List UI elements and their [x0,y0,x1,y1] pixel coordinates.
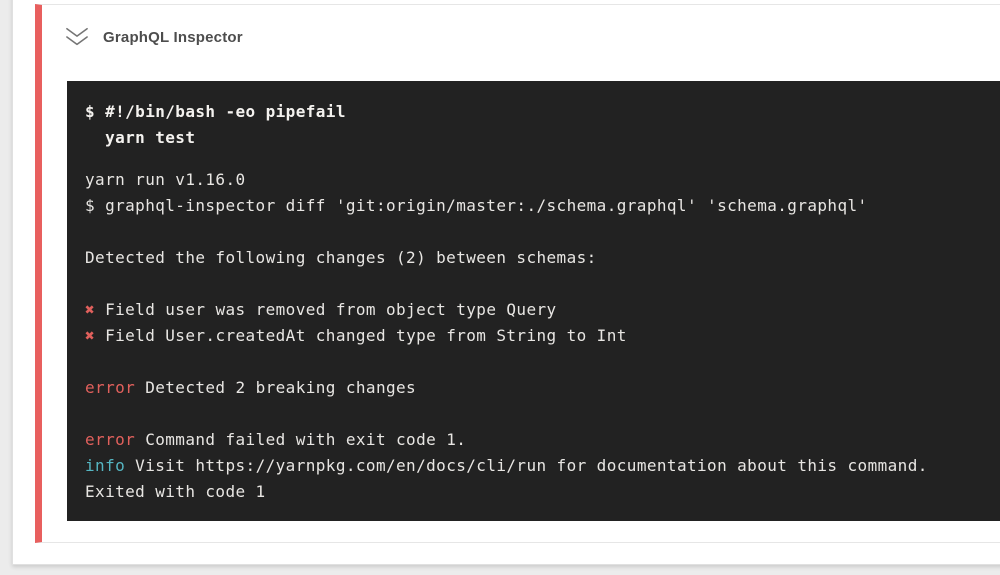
terminal-line: info Visit https://yarnpkg.com/en/docs/c… [85,456,928,475]
step-header[interactable]: GraphQL Inspector [42,5,1000,48]
terminal-line: error Command failed with exit code 1. [85,430,467,449]
terminal-command-lines: $ #!/bin/bash -eo pipefail yarn test [85,99,995,151]
terminal-line: Detected the following changes (2) betwe… [85,248,597,267]
terminal-line: yarn test [85,128,196,147]
terminal-line [85,271,995,297]
terminal-line: yarn run v1.16.0 [85,170,246,189]
terminal-output: $ #!/bin/bash -eo pipefail yarn test yar… [67,81,1000,521]
terminal-line: ✖ Field User.createdAt changed type from… [85,326,627,345]
build-step-card: GraphQL Inspector $ #!/bin/bash -eo pipe… [12,0,1000,565]
terminal-output-lines: yarn run v1.16.0 $ graphql-inspector diff… [85,167,995,505]
terminal-line [85,349,995,375]
terminal-line: $ graphql-inspector diff 'git:origin/mas… [85,196,868,215]
collapse-double-chevron-icon[interactable] [63,26,91,48]
terminal-line [85,219,995,245]
terminal-line: Exited with code 1 [85,482,266,501]
terminal-line: error Detected 2 breaking changes [85,378,417,397]
terminal-line [85,401,995,427]
terminal-line: $ #!/bin/bash -eo pipefail [85,102,346,121]
failed-step-section: GraphQL Inspector $ #!/bin/bash -eo pipe… [35,4,1000,543]
step-title: GraphQL Inspector [103,28,243,46]
terminal-line: ✖ Field user was removed from object typ… [85,300,557,319]
